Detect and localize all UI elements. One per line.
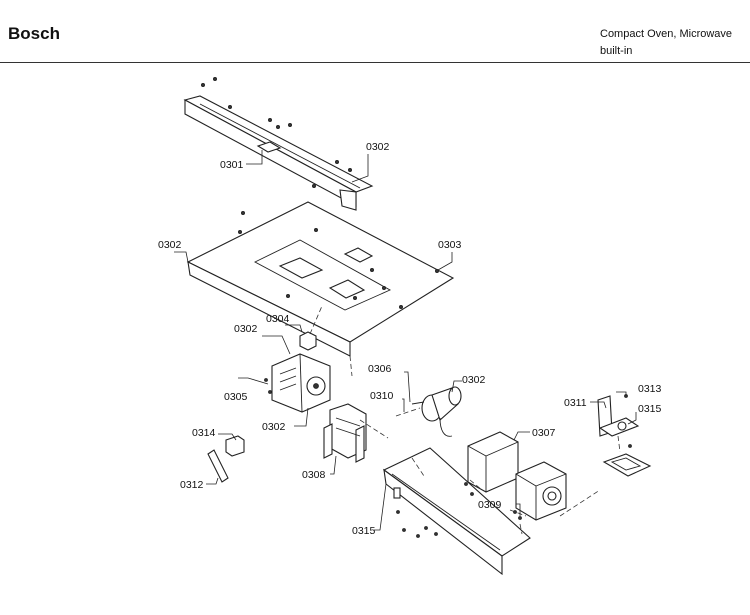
product-description: Compact Oven, Microwave built-in [600, 26, 732, 60]
top-plate [186, 201, 455, 357]
description-line-1: Compact Oven, Microwave [600, 28, 733, 40]
callout-0302-capacitor: 0310 [370, 390, 394, 402]
top-bracket-rail [183, 77, 374, 211]
callout-0310: 0306 [368, 363, 392, 375]
header-divider [0, 62, 750, 63]
magnetron [264, 331, 331, 413]
callout-0306: 0302 [262, 421, 286, 433]
callout-0303: 0302 [158, 239, 182, 251]
brand-name: Bosch [8, 24, 60, 43]
callout-0302-top-rail: 0302 [366, 141, 390, 153]
callout-0309: 0308 [302, 469, 326, 481]
base-plate [382, 447, 531, 576]
right-bracket-assembly [597, 394, 652, 477]
small-parts-left [207, 435, 245, 483]
assembly-guide-lines [309, 305, 621, 535]
transformer [323, 403, 367, 463]
callout-0302-top-plate: 0303 [438, 239, 462, 251]
callout-0315-bracket: 0313 [638, 383, 662, 395]
callout-0308: 0312 [180, 479, 204, 491]
callout-0312: 0307 [532, 427, 556, 439]
leader-lines [174, 150, 637, 531]
description-line-2: built-in [600, 45, 633, 57]
callout-0315-base: 0309 [478, 499, 502, 511]
callout-0314: 0315 [638, 403, 662, 415]
callout-0313: 0311 [564, 397, 587, 409]
callout-0304: 0302 [234, 323, 258, 335]
callout-0311: 0302 [462, 374, 486, 386]
callout-0305: 0304 [266, 313, 290, 325]
callout-0301: 0301 [220, 159, 244, 171]
callout-labels: 0301 0302 0302 0303 0302 0304 0305 0302 … [158, 141, 662, 537]
fan-motor [467, 431, 567, 521]
capacitor [395, 386, 462, 437]
callout-0302-magnetron: 0305 [224, 391, 248, 403]
callout-0302-base: 0315 [352, 525, 376, 537]
callout-0307: 0314 [192, 427, 216, 439]
